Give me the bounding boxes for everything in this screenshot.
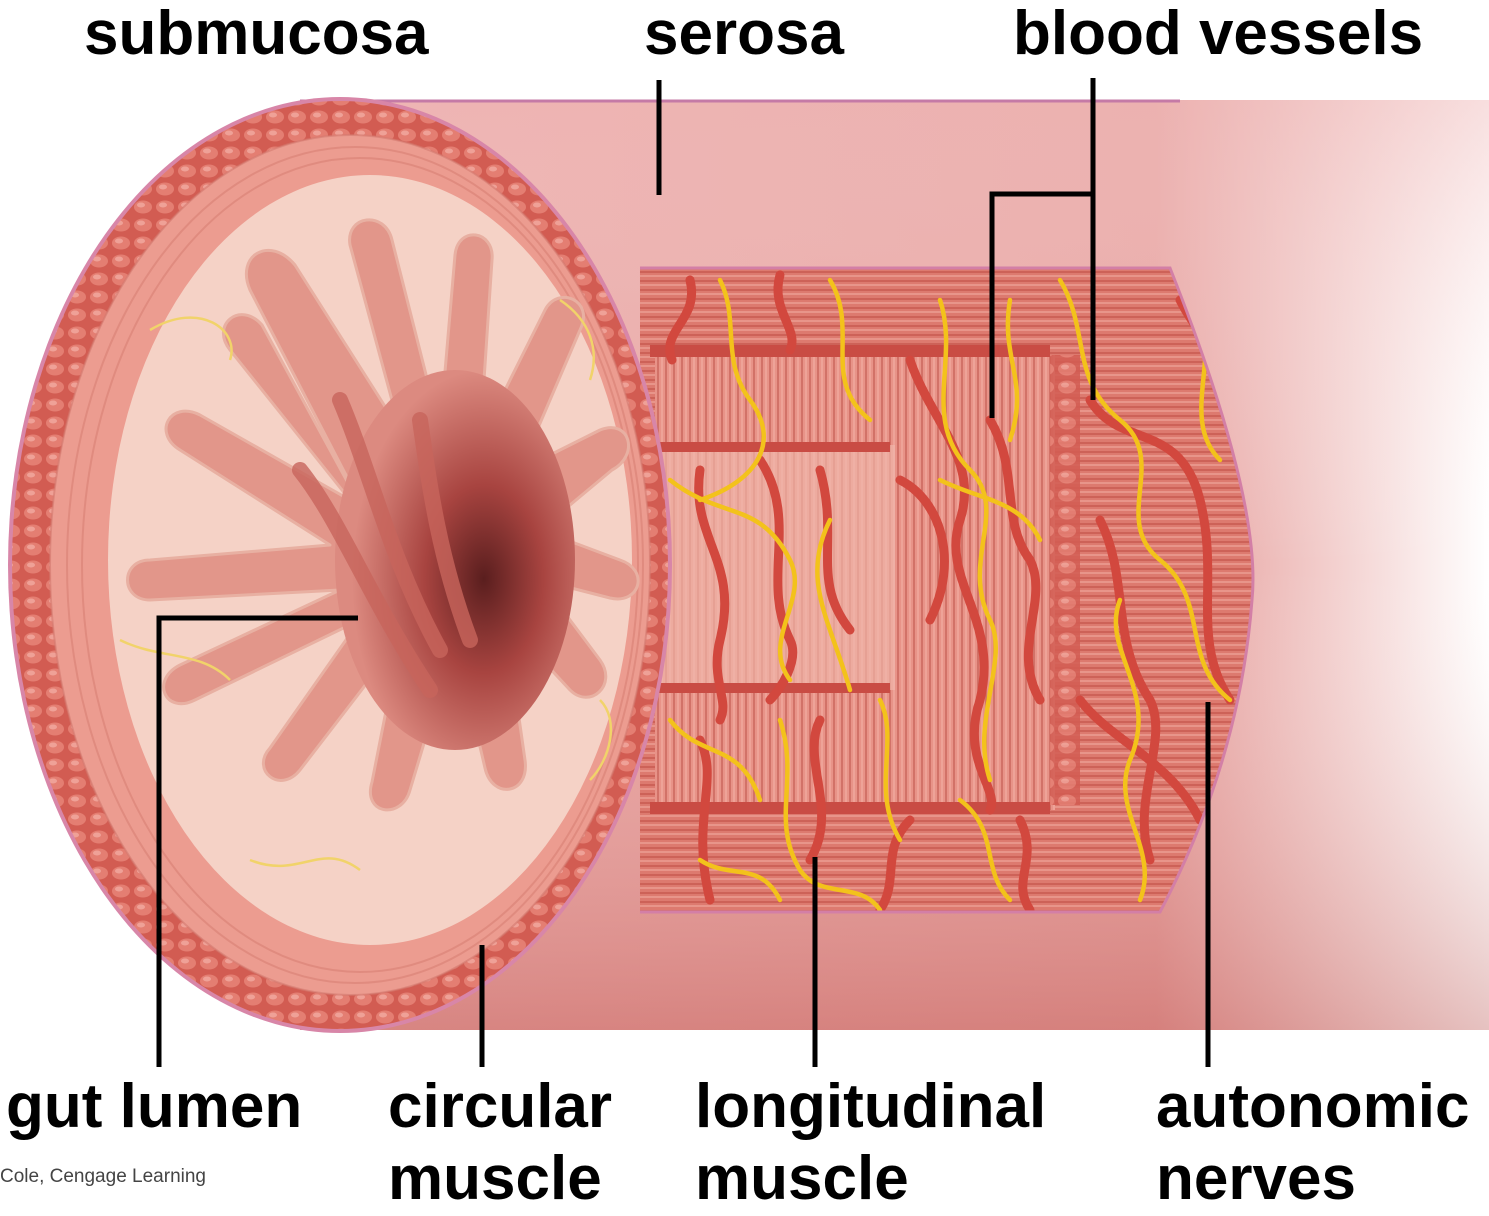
cross-section — [8, 97, 672, 1033]
cutaway-muscle-layers — [630, 260, 1270, 920]
label-circular-muscle-line2: muscle — [388, 1142, 602, 1216]
label-gut-lumen: gut lumen — [6, 1070, 302, 1144]
label-blood-vessels: blood vessels — [1013, 0, 1423, 71]
lumen-core — [335, 370, 575, 750]
label-autonomic-nerves-line2: nerves — [1156, 1142, 1356, 1216]
label-longitudinal-muscle-line2: muscle — [695, 1142, 909, 1216]
label-longitudinal-muscle-line1: longitudinal — [695, 1070, 1046, 1144]
label-submucosa: submucosa — [84, 0, 429, 71]
label-autonomic-nerves-line1: autonomic — [1156, 1070, 1469, 1144]
label-circular-muscle-line1: circular — [388, 1070, 612, 1144]
copyright-credit: Cole, Cengage Learning — [0, 1166, 206, 1188]
label-serosa: serosa — [644, 0, 844, 71]
